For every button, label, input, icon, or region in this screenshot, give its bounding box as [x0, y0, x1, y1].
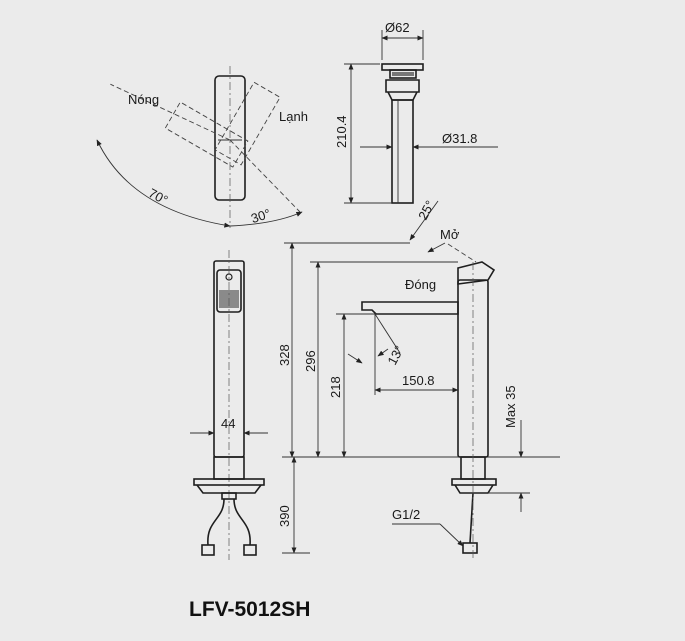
max-thickness-label: Max 35 [503, 385, 518, 428]
drain-pipe [391, 99, 414, 204]
right-hose [233, 498, 251, 546]
model-title: LFV-5012SH [189, 598, 310, 621]
front-nut [221, 492, 237, 500]
hot-limit-line [110, 83, 231, 141]
spout-angle-arrow-b [377, 348, 389, 357]
side-gasket [451, 478, 497, 486]
side-hose [469, 492, 474, 544]
height-218-label: 218 [328, 376, 343, 398]
left-hose-nut [201, 544, 215, 556]
side-spout [361, 301, 459, 315]
side-handle [457, 261, 496, 285]
side-view: 328 296 218 150.8 13° Max 35 25° Mở Đóng… [277, 198, 530, 560]
side-hose-nut [462, 542, 478, 554]
cold-position-outline [214, 81, 281, 166]
handle-angle-label: 25° [415, 198, 437, 222]
right-hose-nut [243, 544, 257, 556]
angle-70-arc [96, 139, 231, 228]
pipe-diameter-label: Ø31.8 [442, 131, 477, 146]
side-mount-plate [454, 484, 494, 494]
left-hose [207, 498, 225, 546]
spout-angle-arrow-a [347, 353, 363, 364]
reach-label: 150.8 [402, 373, 435, 388]
drain-flange [389, 69, 417, 79]
drain-view: Ø62 210.4 Ø31.8 [334, 20, 498, 204]
angle-30-label: 30° [249, 206, 272, 226]
front-view: 44 390 [190, 250, 560, 560]
drain-cap [381, 63, 424, 71]
body-width-label: 44 [221, 416, 235, 431]
spout-angle-label: 13° [384, 343, 406, 367]
hot-position-outline [164, 101, 249, 168]
top-view: Nóng Lạnh 70° 30° [96, 66, 308, 228]
angle-70-label: 70° [146, 185, 170, 207]
spout-angle-ref [374, 313, 401, 354]
handle-angle-arrow [409, 200, 439, 241]
close-label: Đóng [405, 277, 436, 292]
handle-open-position [447, 243, 477, 263]
cold-limit-line [229, 139, 301, 213]
front-gasket [193, 478, 265, 486]
angle-30-arc [229, 211, 303, 227]
drain-slots [392, 72, 414, 76]
drain-diameter-label: Ø62 [385, 20, 410, 35]
hose-length-label: 390 [277, 505, 292, 527]
hot-label: Nóng [128, 92, 159, 107]
open-label: Mở [440, 227, 460, 242]
drain-height-label: 210.4 [334, 115, 349, 148]
cold-label: Lạnh [279, 109, 308, 124]
height-328-label: 328 [277, 344, 292, 366]
drain-body-top [387, 91, 418, 101]
thread-label: G1/2 [392, 507, 420, 522]
thread-leader [439, 523, 464, 547]
drain-nut [385, 79, 420, 93]
open-arrow [427, 242, 446, 253]
height-296-label: 296 [303, 350, 318, 372]
